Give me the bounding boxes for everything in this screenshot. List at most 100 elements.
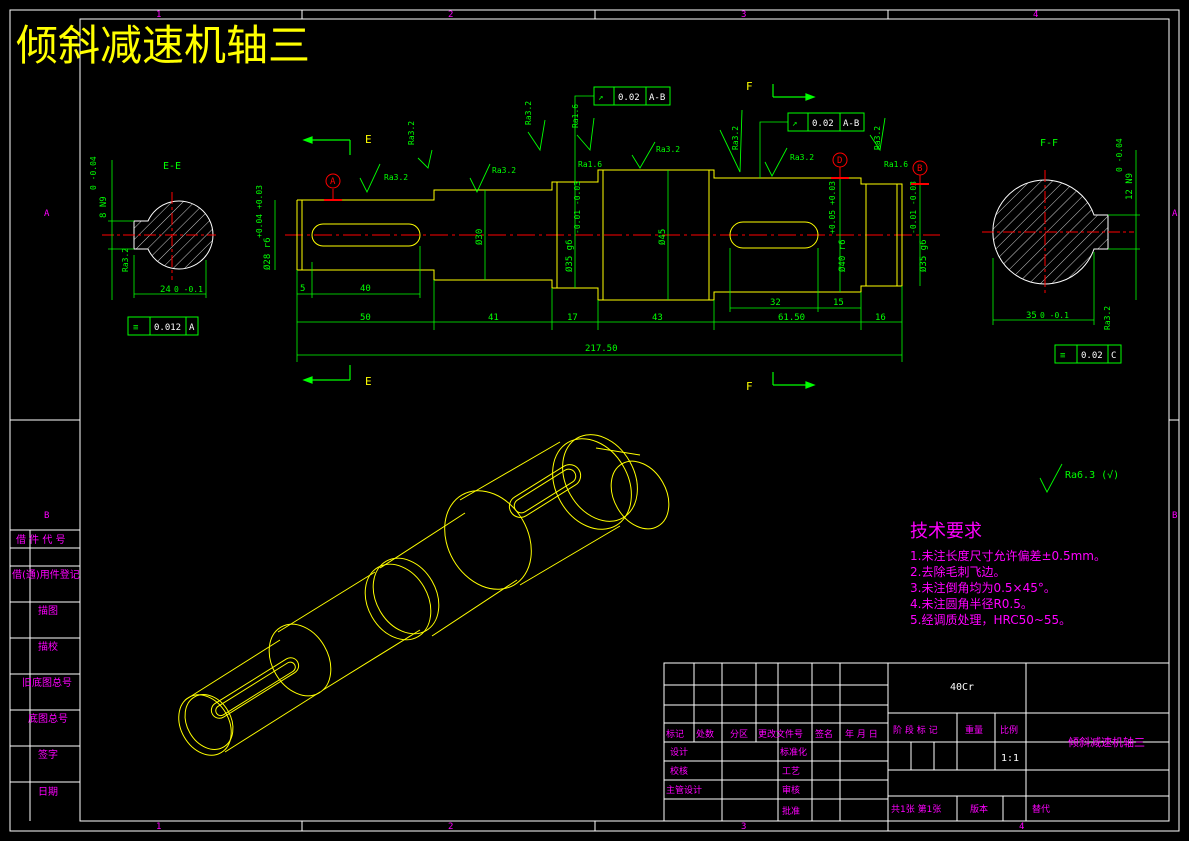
dim-key-left: 5 xyxy=(300,284,305,294)
dim-overall: 217.50 xyxy=(585,344,618,354)
dim-key-right: 32 xyxy=(770,298,781,308)
left-table-cell: 签字 xyxy=(38,748,58,761)
datum-a: A xyxy=(330,177,336,187)
dim-d2: Ø30 xyxy=(474,229,485,245)
tech-requirements: 技术要求 1.未注长度尺寸允许偏差±0.5mm。 2.去除毛刺飞边。 3.未注倒… xyxy=(910,521,1106,627)
dim-key-right: 15 xyxy=(833,298,844,308)
row-label: B xyxy=(44,511,49,521)
section-cut-letters: E E F F xyxy=(365,80,753,393)
tol-symbol: ≡ xyxy=(1060,351,1066,361)
dimension-lines xyxy=(274,170,921,362)
tb-role2: 批准 xyxy=(782,805,800,817)
ra-label: Ra3.2 xyxy=(731,126,740,150)
ra-label: Ra3.2 xyxy=(384,173,408,182)
left-table-cell: 底图总号 xyxy=(28,712,68,725)
dim-d3: Ø35 g6 xyxy=(564,239,575,272)
tech-req-item: 3.未注倒角均为0.5×45°。 xyxy=(910,580,1056,595)
left-table-cell: 日期 xyxy=(38,786,58,798)
ra-general: Ra6.3 (√) xyxy=(1065,469,1119,481)
dim-seg: 17 xyxy=(567,313,578,323)
dim-d6: Ø35 g6 xyxy=(918,239,929,272)
section-label-e: E-E xyxy=(163,161,181,172)
tol-frame-symmetry-1: ≡ 0.012 A xyxy=(127,316,199,336)
cut-letter-f: F xyxy=(746,80,753,93)
tol-frame-symmetry-2: ≡ 0.02 C xyxy=(1054,344,1122,364)
tech-req-heading: 技术要求 xyxy=(910,521,982,542)
tol-datum: C xyxy=(1111,351,1116,361)
tb-header: 分区 xyxy=(730,729,748,740)
tb-scale: 1:1 xyxy=(1001,753,1019,764)
ra-label: Ra3.2 xyxy=(407,121,416,145)
ff-depth-tol: 0 -0.1 xyxy=(1040,311,1069,320)
roughness-symbols xyxy=(359,109,1063,493)
keyway-left xyxy=(311,223,421,247)
tech-req-item: 2.去除毛刺飞边。 xyxy=(910,564,1005,579)
tech-req-item: 5.经调质处理，HRC50~55。 xyxy=(910,613,1071,627)
tb-header: 年 月 日 xyxy=(845,728,878,740)
row-label: B xyxy=(1172,511,1177,521)
tb-sheet: 共1张 第1张 xyxy=(891,803,941,815)
ra-label: Ra3.2 xyxy=(656,145,680,154)
left-table-cell: 借 件 代 号 xyxy=(16,534,66,546)
ee-width-tol: 0 -0.04 xyxy=(89,156,98,190)
dim-seg: 41 xyxy=(488,313,499,323)
datum-d: D xyxy=(837,156,842,166)
title-block: 标记 处数 分区 更改文件号 签名 年 月 日 设计 校核 主管设计 标准化 工… xyxy=(663,662,1170,822)
tol-value: 0.02 xyxy=(812,119,834,129)
dim-d5-tol: +0.05 +0.03 xyxy=(828,181,837,234)
tb-version: 版本 xyxy=(970,803,988,815)
col-label: 3 xyxy=(741,822,746,832)
left-table: 借 件 代 号 借(通)用件登记 描图 描校 旧底图总号 底图总号 签字 日期 xyxy=(10,529,80,821)
tol-symbol: ≡ xyxy=(133,323,139,333)
dim-d5: Ø40 r6 xyxy=(837,239,848,272)
section-label-f: F-F xyxy=(1040,138,1058,149)
row-label: A xyxy=(44,209,50,219)
ee-depth: 24 xyxy=(160,285,171,295)
drawing-title: 倾斜减速机轴三 xyxy=(16,21,310,70)
dimension-texts: 217.50 50 41 17 43 61.50 16 5 40 32 15 Ø… xyxy=(255,181,929,354)
tol-frame-runout-2: ↗ 0.02 A-B xyxy=(759,112,865,178)
tech-req-item: 1.未注长度尺寸允许偏差±0.5mm。 xyxy=(910,548,1106,563)
tb-role: 设计 xyxy=(670,746,688,758)
tb-stage-header: 阶 段 标 记 xyxy=(893,724,938,736)
tb-drawing-name: 倾斜减速机轴三 xyxy=(1068,735,1145,749)
dim-d1-tol: +0.04 +0.03 xyxy=(255,185,264,238)
ra-label: Ra3.2 xyxy=(790,153,814,162)
border-col-labels: 1 2 3 4 1 2 3 4 A B A B xyxy=(44,10,1178,832)
section-cut-markers xyxy=(302,84,816,389)
tb-header: 签名 xyxy=(815,728,833,740)
tb-role2: 工艺 xyxy=(782,766,800,777)
tb-material: 40Cr xyxy=(950,682,974,693)
ra-label: Ra3.2 xyxy=(524,101,533,125)
ra-label: Ra1.6 xyxy=(578,160,602,169)
ra-label: Ra3.2 xyxy=(873,126,882,150)
row-label: A xyxy=(1172,209,1178,219)
dim-d6-tol: -0.01 -0.03 xyxy=(909,181,918,234)
tb-role2: 标准化 xyxy=(780,746,807,758)
dim-seg: 43 xyxy=(652,313,663,323)
dim-d1: Ø28 r6 xyxy=(262,237,273,270)
left-table-cell: 描校 xyxy=(38,640,58,653)
tb-header: 处数 xyxy=(696,728,714,740)
dim-key-left: 40 xyxy=(360,284,371,294)
shaft-main-view xyxy=(296,169,903,301)
left-table-cell: 借(通)用件登记 xyxy=(12,568,80,581)
tol-frame-runout-1: ↗ 0.02 A-B xyxy=(574,86,671,182)
left-table-cell: 描图 xyxy=(38,604,58,617)
ra-label: Ra1.6 xyxy=(571,104,580,128)
tol-value: 0.02 xyxy=(618,93,640,103)
tech-req-item: 4.未注圆角半径R0.5。 xyxy=(910,596,1033,611)
tb-stage-header: 重量 xyxy=(965,724,983,736)
tol-datum: A-B xyxy=(649,93,665,103)
dim-d3-tol: -0.01 -0.03 xyxy=(573,181,582,234)
ee-depth-tol: 0 -0.1 xyxy=(174,285,203,294)
tb-stage-header: 比例 xyxy=(1000,724,1018,736)
ff-width: 12 N9 xyxy=(1125,173,1135,200)
col-label: 3 xyxy=(741,10,746,20)
tol-datum: A xyxy=(189,323,195,333)
tol-symbol: ↗ xyxy=(598,93,603,103)
ra-label: Ra3.2 xyxy=(492,166,516,175)
drawing-frame xyxy=(9,9,1180,832)
dim-seg: 16 xyxy=(875,313,886,323)
